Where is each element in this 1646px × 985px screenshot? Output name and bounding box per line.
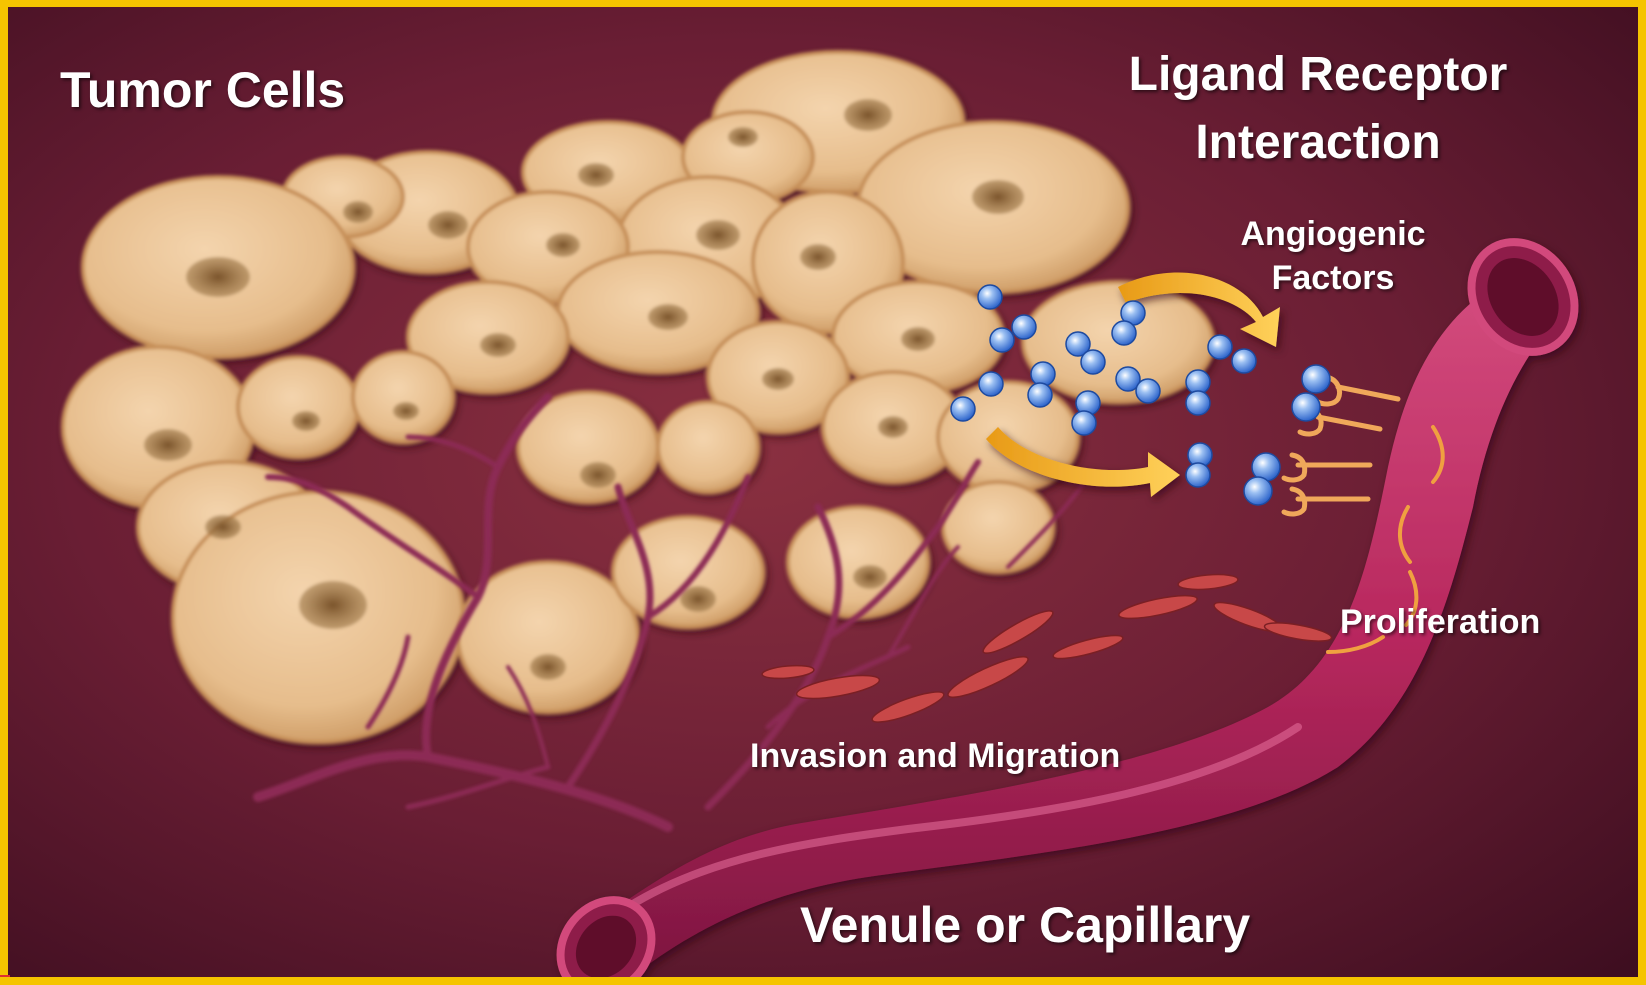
venule-capillary-label: Venule or Capillary: [800, 897, 1250, 955]
proliferation-label: Proliferation: [1340, 603, 1540, 642]
tumor-cells-label: Tumor Cells: [60, 62, 345, 120]
ligand-receptor-line-1: Ligand Receptor: [1048, 41, 1588, 109]
ligand-receptor-label: Ligand Receptor Interaction: [1048, 41, 1588, 177]
angiogenic-factors-label: Angiogenic Factors: [1188, 212, 1478, 300]
angiogenic-factors-line-1: Angiogenic: [1188, 212, 1478, 256]
invasion-migration-label: Invasion and Migration: [750, 737, 1120, 776]
ligand-receptor-line-2: Interaction: [1048, 109, 1588, 177]
corner-mark: [0, 975, 10, 977]
angiogenic-factors-line-2: Factors: [1188, 256, 1478, 300]
